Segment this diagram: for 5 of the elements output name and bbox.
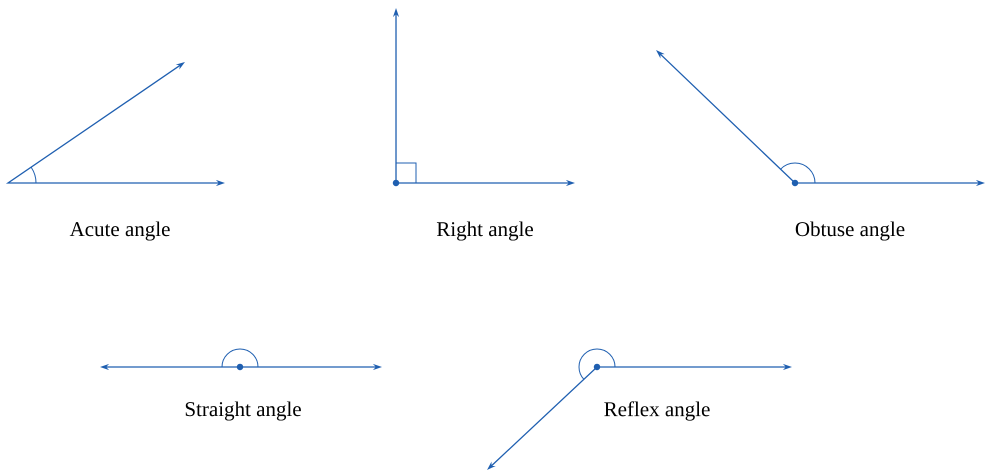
angle-label: Acute angle — [70, 221, 170, 241]
angle-label: Right angle — [436, 221, 533, 241]
angle-label: Straight angle — [186, 401, 301, 421]
angle-label: Reflex angle — [604, 401, 710, 421]
angle-label: Obtuse angle — [796, 221, 904, 241]
